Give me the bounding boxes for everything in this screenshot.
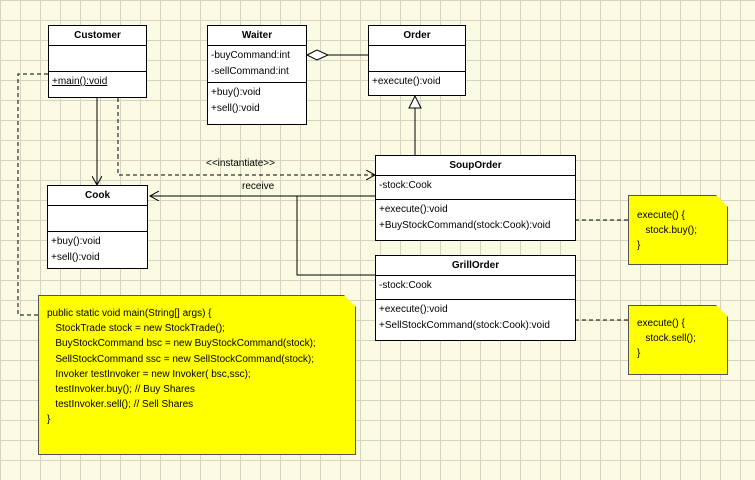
class-operations: +buy():void +sell():void [48, 232, 147, 268]
order-class[interactable]: Order +execute():void [368, 25, 466, 96]
class-name: SoupOrder [376, 156, 575, 176]
operation: +sell():void [51, 252, 100, 263]
operation: +SellStockCommand(stock:Cook):void [379, 320, 550, 331]
operation: +main():void [52, 76, 108, 87]
class-operations: +buy():void +sell():void [208, 83, 306, 119]
customer-class[interactable]: Customer +main():void [48, 25, 147, 98]
souporder-class[interactable]: SoupOrder -stock:Cook +execute():void +B… [375, 155, 576, 241]
operation: +execute():void [379, 304, 448, 315]
operation: +buy():void [51, 236, 101, 247]
class-attributes: -stock:Cook [376, 276, 575, 300]
code-line: stock.buy(); [637, 225, 698, 236]
attribute: -stock:Cook [379, 280, 432, 291]
operation: +execute():void [379, 204, 448, 215]
class-attributes: -buyCommand:int -sellCommand:int [208, 46, 306, 83]
souporder-execute-note[interactable]: execute() { stock.buy(); } [628, 195, 728, 265]
grillorder-class[interactable]: GrillOrder -stock:Cook +execute():void +… [375, 255, 576, 341]
code-line: execute() { [637, 318, 685, 329]
operation: +sell():void [211, 103, 260, 114]
class-name: GrillOrder [376, 256, 575, 276]
grillorder-cook-line [296, 196, 375, 276]
operation: +buy():void [211, 87, 261, 98]
grillorder-execute-note[interactable]: execute() { stock.sell(); } [628, 305, 728, 375]
code-line: stock.sell(); [637, 333, 696, 344]
customer-note-link [17, 73, 48, 316]
main-code-note[interactable]: public static void main(String[] args) {… [38, 295, 356, 455]
class-name: Waiter [208, 26, 306, 46]
class-operations: +main():void [49, 72, 146, 92]
code-line: BuyStockCommand bsc = new BuyStockComman… [47, 338, 316, 350]
operation: +BuyStockCommand(stock:Cook):void [379, 220, 551, 231]
class-name: Cook [48, 186, 147, 206]
generalization-triangle [408, 94, 422, 109]
class-name: Customer [49, 26, 146, 46]
class-attributes: -stock:Cook [376, 176, 575, 200]
instantiate-dependency [117, 155, 375, 175]
code-line: execute() { [637, 210, 685, 221]
code-line: testInvoker.sell(); // Sell Shares [47, 399, 194, 411]
code-line: StockTrade stock = new StockTrade(); [47, 323, 225, 335]
attribute: -buyCommand:int [211, 50, 290, 61]
code-line: } [637, 240, 641, 251]
attribute: -stock:Cook [379, 180, 432, 191]
class-operations: +execute():void +BuyStockCommand(stock:C… [376, 200, 575, 236]
class-name: Order [369, 26, 465, 46]
code-line: } [47, 414, 51, 426]
attribute: -sellCommand:int [211, 66, 289, 77]
class-attributes [369, 46, 465, 72]
class-operations: +execute():void [369, 72, 465, 92]
code-line: public static void main(String[] args) { [47, 308, 212, 319]
operation: +execute():void [372, 76, 441, 87]
class-operations: +execute():void +SellStockCommand(stock:… [376, 300, 575, 336]
code-line: testInvoker.buy(); // Buy Shares [47, 384, 195, 396]
code-line: SellStockCommand ssc = new SellStockComm… [47, 353, 315, 365]
waiter-class[interactable]: Waiter -buyCommand:int -sellCommand:int … [207, 25, 307, 125]
instantiate-label: <<instantiate>> [206, 158, 275, 169]
receive-label: receive [242, 181, 275, 192]
code-line: } [637, 348, 641, 359]
class-attributes [49, 46, 146, 72]
aggregation-diamond [305, 49, 330, 61]
cook-class[interactable]: Cook +buy():void +sell():void [47, 185, 148, 269]
code-line: Invoker testInvoker = new Invoker( bsc,s… [47, 368, 251, 380]
class-attributes [48, 206, 147, 232]
